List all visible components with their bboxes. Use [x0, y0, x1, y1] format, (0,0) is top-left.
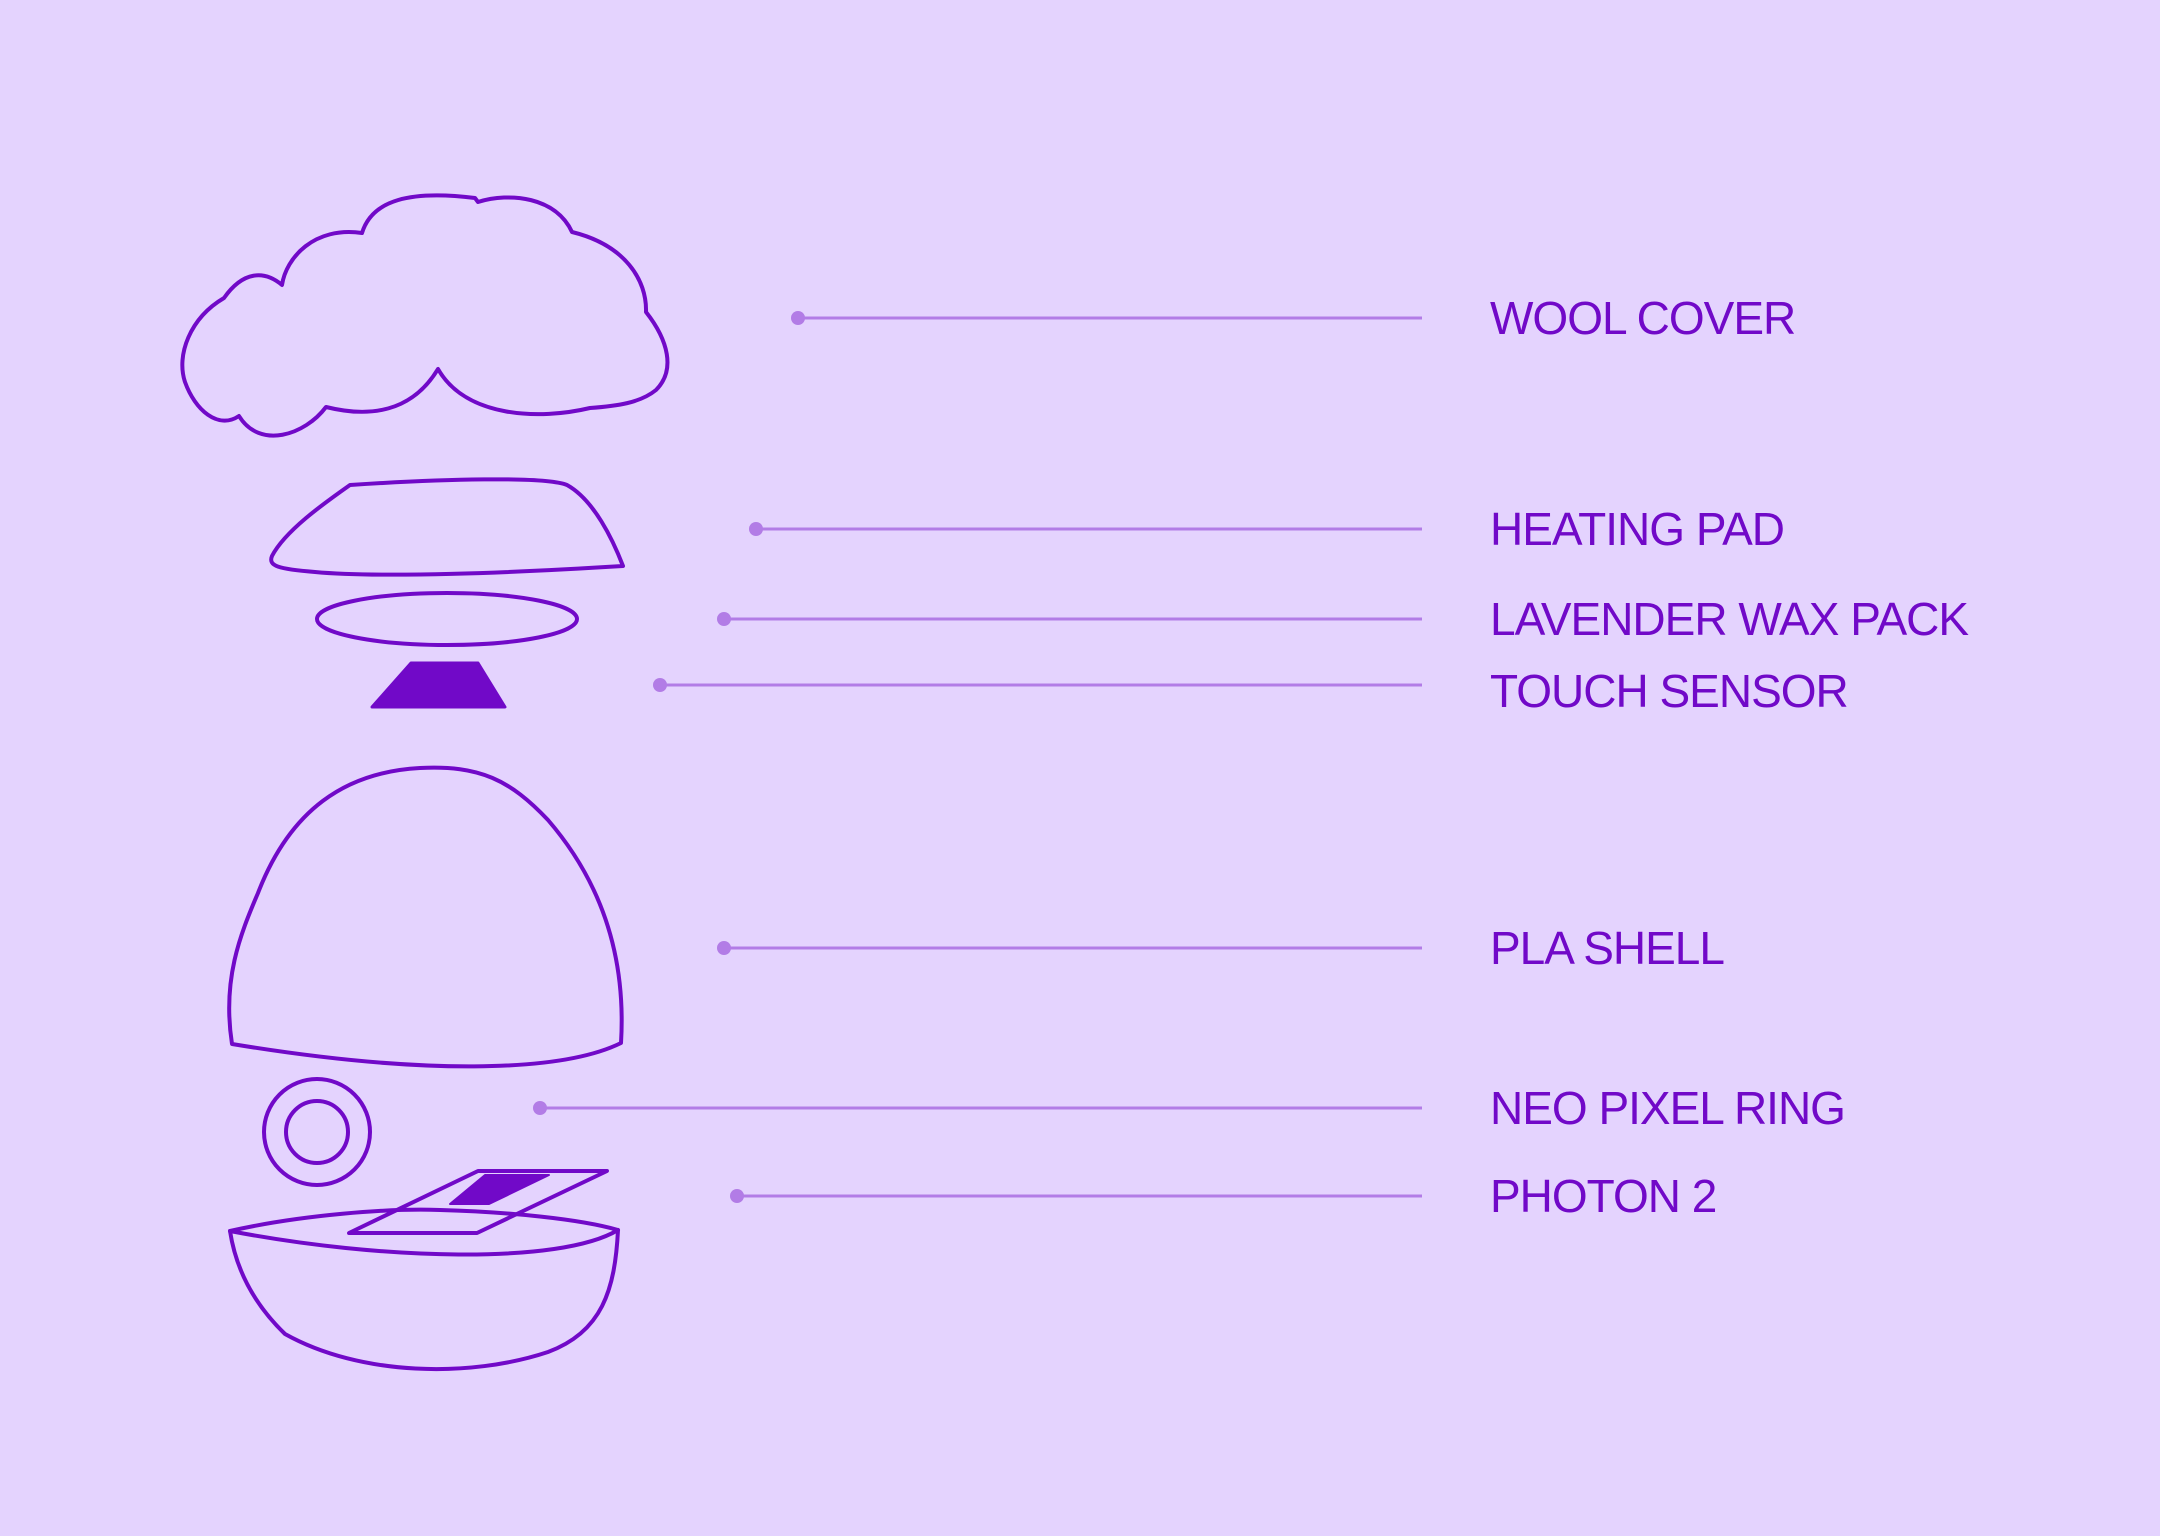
- lavender-wax-pack-part: [315, 591, 579, 647]
- wool-cover-part: [180, 193, 670, 438]
- neo-pixel-ring-outer: [262, 1077, 372, 1187]
- leader-dot-lavender-wax-pack: [717, 612, 731, 626]
- neo-pixel-ring-inner: [284, 1099, 350, 1165]
- leader-dot-touch-sensor: [653, 678, 667, 692]
- pla-shell-part: [227, 765, 624, 1069]
- lower-shell-part: [228, 1207, 620, 1372]
- leader-dot-pla-shell: [717, 941, 731, 955]
- leader-dot-wool-cover: [791, 311, 805, 325]
- touch-sensor-part: [370, 661, 507, 709]
- label-pla-shell: PLA SHELL: [1490, 922, 1725, 974]
- label-heating-pad: HEATING PAD: [1490, 503, 1785, 555]
- label-touch-sensor: TOUCH SENSOR: [1490, 665, 1849, 717]
- label-neo-pixel-ring: NEO PIXEL RING: [1490, 1082, 1846, 1134]
- label-wool-cover: WOOL COVER: [1490, 292, 1796, 344]
- leader-dot-photon-2: [730, 1189, 744, 1203]
- label-lavender-wax-pack: LAVENDER WAX PACK: [1490, 593, 1969, 645]
- heating-pad-part: [269, 477, 625, 577]
- photon-2-board: [347, 1169, 609, 1235]
- label-photon-2: PHOTON 2: [1490, 1170, 1717, 1222]
- leader-dot-heating-pad: [749, 522, 763, 536]
- lower-shell-rim: [228, 1228, 620, 1257]
- photon-2-chip: [449, 1174, 550, 1205]
- leader-dot-neo-pixel-ring: [533, 1101, 547, 1115]
